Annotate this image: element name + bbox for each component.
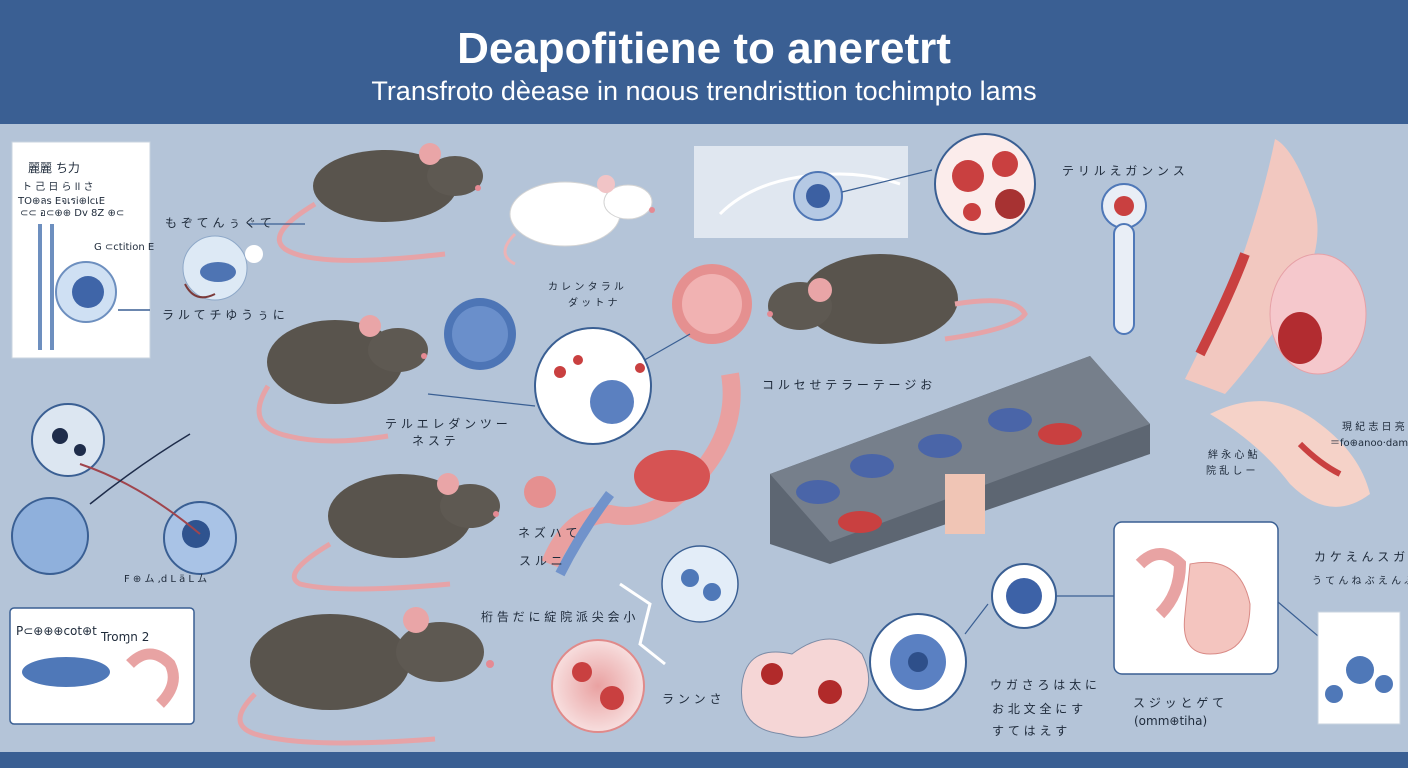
panel-line-3: ⊂⊂ อ⊂⊕⊕ Dv 8Z ⊕⊂ [20,208,125,219]
footer-bar [0,752,1408,768]
top-right-cell-label: テ リ ル え ガ ン ン ス [1062,164,1185,178]
intestine-tube [1101,183,1147,335]
faded-mouse-panel [694,146,933,238]
info-panel-left [11,141,151,359]
panel-title: 麗麗 ち力 [28,161,80,175]
right-label-a2: ＝fo⊕anoo·damm [1330,438,1408,449]
mouse-dark-center [767,254,1028,344]
panel-line-2: TO⊕ลs Eจเรi⊕lcเE [18,196,106,207]
process-right-label: Troɱn 2 [101,630,150,644]
infection-circle [534,327,652,445]
red-cell-circle [934,133,1036,235]
right-label-b2: 院 乱 し ー [1206,466,1256,477]
dish-label: ラ ン ン さ [662,692,722,706]
bottom-mid-label-b: お 北 文 全 に す [992,702,1084,716]
pathway-label: コ ル セ せ テ ラ ー テ ー ジ お [762,378,933,392]
mouse-3-label-a: ネ ズ ハ て [518,526,578,540]
process-left-label: P⊂⊕⊕⊕cot⊕t [16,624,97,638]
mouse-dark-4 [237,607,494,746]
header-banner: Deapofitiene to aneretrt Transfroto dèea… [0,0,1408,124]
far-right-label-a: カ ケ え ん ス ガ と [1314,550,1408,564]
red-blob [741,638,870,738]
panel-line-1: ト 己 日 ら ll さ [22,182,94,193]
far-right-label-b: う て ん ね ぶ え ん ぶ [1312,576,1408,587]
sheet-label: 桁 告 だ に 綻 院 派 尖 会 小 [481,610,636,624]
mouse-white [503,175,655,266]
organ-box [1113,521,1319,675]
far-right-panel [1317,611,1401,725]
mouse-1-callout: も ぞ て ん ぅ ぐ て [165,216,272,230]
mouse-3-label-b: ス ル ニ [519,554,563,568]
panel-bottom-label: ラ ル て チ ゆ う ぅ に [162,308,285,322]
bottom-mid-label-c: す て は え す [992,724,1068,738]
small-bubble [182,235,263,301]
bottom-right-label-a: ス ジ ッ と ゲ て [1133,696,1225,710]
blue-spiky-cell [869,613,967,711]
page-subtitle: Transfroto dèease in nɑous trendristtion… [371,76,1037,106]
bottom-right-label-b: (omm⊕tiha) [1134,714,1208,728]
network-cells [11,403,237,575]
network-label: F ⊕ ム ,d L ä L ム [124,574,208,585]
bottom-mid-label-a: ウ ガ さ ろ は 太 に [990,678,1097,692]
arm-tissue [1185,139,1367,394]
mouse-dark-2 [256,315,428,444]
blue-node-circle [964,563,1114,635]
hand-tissue [1210,401,1370,507]
intestine-worm [541,372,741,577]
mouse-2-label-b: ネ ス テ [412,434,456,448]
red-virus [619,264,752,375]
right-label-b1: 絆 永 心 鮎 [1208,450,1258,461]
page-title: Deapofitiene to aneretrt [457,24,951,73]
mouse-dark-1 [276,143,483,263]
white-mouse-label-b: ダ ッ ト ナ [568,298,618,309]
mouse-dark-3 [291,473,556,592]
g-caption: G ⊂ctition E [94,242,155,253]
mouse-2-label-a: テ ル エ レ ダ ン ツ ー [385,417,508,431]
illustration-canvas [9,133,1401,746]
cell-tray [770,356,1150,564]
process-panel [9,607,195,725]
right-label-a1: 現 紀 志 日 亮 社 [1342,422,1408,433]
white-mouse-label-a: カ レ ン タ ラ ル [548,282,624,293]
blue-virus [444,298,516,370]
red-dish [551,639,645,733]
blue-cluster-circle [661,545,739,623]
